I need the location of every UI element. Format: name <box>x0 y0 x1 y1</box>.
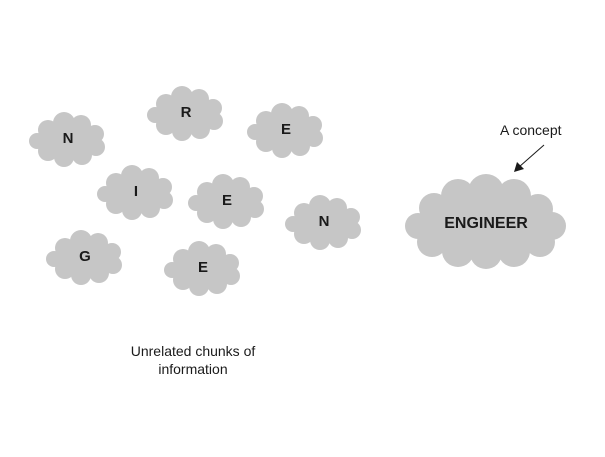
concept-arrow <box>514 144 545 172</box>
chunk-letter: E <box>198 259 208 276</box>
chunk-letter: E <box>222 192 232 209</box>
chunk-letter: N <box>63 130 74 147</box>
chunks-caption-line1: Unrelated chunks of <box>130 343 256 359</box>
chunk-cloud-e2: E <box>188 174 264 229</box>
chunk-letter: E <box>281 121 291 138</box>
chunk-cloud-n2: N <box>285 195 361 250</box>
chunk-letter: R <box>181 104 192 121</box>
chunk-cloud-n1: N <box>29 112 105 167</box>
chunks-caption: Unrelated chunks of information <box>118 342 268 378</box>
chunk-cloud-i: I <box>97 165 173 220</box>
chunks-caption-line2: information <box>158 361 228 377</box>
concept-word: ENGINEER <box>444 215 528 232</box>
concept-cloud: ENGINEER <box>405 174 566 269</box>
chunk-letter: I <box>134 183 138 200</box>
chunk-letter: G <box>79 248 91 265</box>
concept-caption: A concept <box>500 122 562 138</box>
chunk-cloud-r: R <box>147 86 223 141</box>
chunk-cloud-e3: E <box>164 241 240 296</box>
chunk-letter: N <box>319 213 330 230</box>
chunk-cloud-e1: E <box>247 103 323 158</box>
chunk-cloud-g: G <box>46 230 122 285</box>
